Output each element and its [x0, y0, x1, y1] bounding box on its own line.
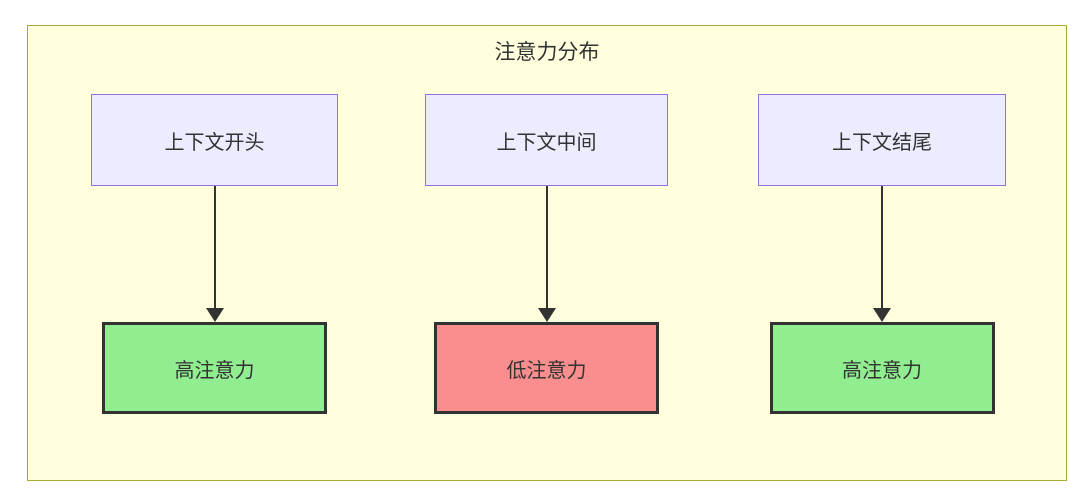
arrow-head-icon [537, 308, 556, 322]
arrow-down-icon [205, 186, 224, 322]
node-high-attention-1: 高注意力 [102, 322, 327, 414]
arrow-down-icon [537, 186, 556, 322]
node-context-start: 上下文开头 [91, 94, 338, 186]
arrow-line [545, 186, 548, 308]
node-low-attention: 低注意力 [434, 322, 659, 414]
column-context-middle: 上下文中间 低注意力 [425, 94, 668, 414]
arrow-head-icon [205, 308, 224, 322]
arrow-line [213, 186, 216, 308]
arrow-down-icon [873, 186, 891, 322]
attention-distribution-frame: 注意力分布 上下文开头 高注意力 上下文中间 低注意力 上下文结尾 高注意力 [27, 25, 1067, 481]
column-context-end: 上下文结尾 高注意力 [758, 94, 1006, 414]
node-high-attention-2: 高注意力 [769, 322, 995, 414]
diagram-title: 注意力分布 [494, 41, 600, 64]
column-context-start: 上下文开头 高注意力 [91, 94, 338, 414]
node-context-middle: 上下文中间 [425, 94, 668, 186]
arrow-head-icon [873, 308, 891, 322]
node-context-end: 上下文结尾 [758, 94, 1006, 186]
arrow-line [881, 186, 883, 308]
